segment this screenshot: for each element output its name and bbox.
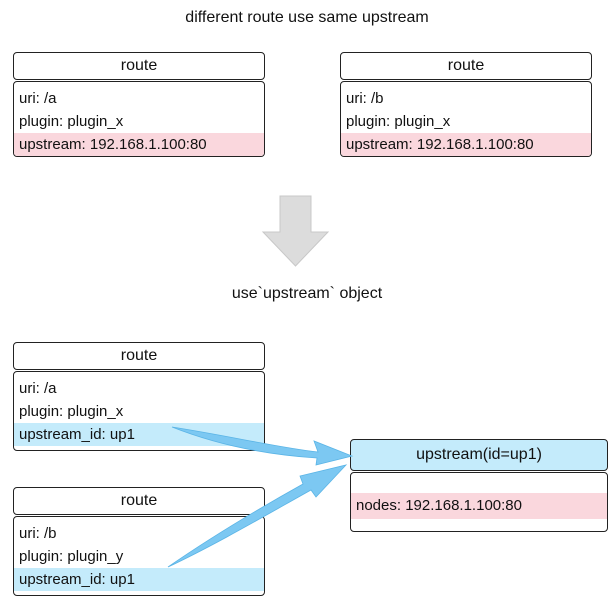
after-route-b-plugin: plugin: plugin_y (19, 548, 124, 565)
before-route-b-card: route uri: /b plugin: plugin_x upstream:… (340, 52, 592, 157)
before-route-a-title: route (13, 52, 265, 80)
before-route-a-upstream: upstream: 192.168.1.100:80 (14, 133, 264, 156)
before-route-a-uri: uri: /a (19, 90, 57, 107)
after-route-a-title: route (13, 342, 265, 370)
down-arrow-icon (261, 195, 330, 267)
mid-caption: use`upstream` object (231, 285, 383, 302)
after-route-a-body: uri: /a plugin: plugin_x upstream_id: up… (13, 371, 265, 451)
after-route-b-upstream-id: upstream_id: up1 (14, 568, 264, 591)
before-route-a-plugin: plugin: plugin_x (19, 113, 124, 130)
before-route-b-title: route (340, 52, 592, 80)
before-route-b-uri: uri: /b (346, 90, 384, 107)
before-route-b-body: uri: /b plugin: plugin_x upstream: 192.1… (340, 81, 592, 157)
before-route-a-body: uri: /a plugin: plugin_x upstream: 192.1… (13, 81, 265, 157)
upstream-nodes: nodes: 192.168.1.100:80 (351, 493, 607, 519)
after-route-b-body: uri: /b plugin: plugin_y upstream_id: up… (13, 516, 265, 596)
upstream-card: upstream(id=up1) nodes: 192.168.1.100:80 (350, 439, 608, 532)
before-route-b-plugin: plugin: plugin_x (346, 113, 451, 130)
before-route-a-card: route uri: /a plugin: plugin_x upstream:… (13, 52, 265, 157)
after-route-b-card: route uri: /b plugin: plugin_y upstream_… (13, 487, 265, 596)
upstream-body: nodes: 192.168.1.100:80 (350, 472, 608, 532)
upstream-title: upstream(id=up1) (350, 439, 608, 471)
top-caption: different route use same upstream (185, 9, 429, 26)
after-route-a-uri: uri: /a (19, 380, 57, 397)
after-route-b-title: route (13, 487, 265, 515)
before-route-b-upstream: upstream: 192.168.1.100:80 (341, 133, 591, 156)
after-route-a-plugin: plugin: plugin_x (19, 403, 124, 420)
after-route-a-card: route uri: /a plugin: plugin_x upstream_… (13, 342, 265, 451)
after-route-b-uri: uri: /b (19, 525, 57, 542)
after-route-a-upstream-id: upstream_id: up1 (14, 423, 264, 446)
